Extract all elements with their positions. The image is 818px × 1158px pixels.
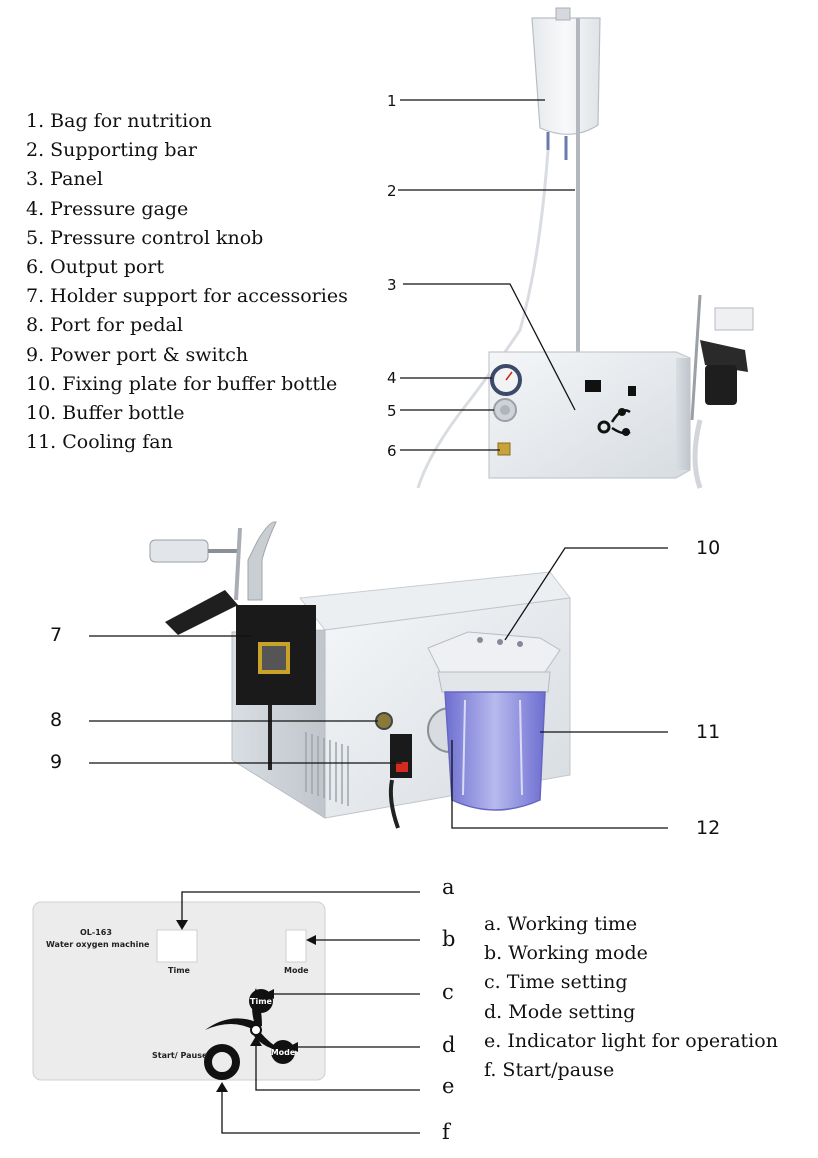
- callout-label-4: 4: [387, 369, 397, 387]
- callout-label-5: 5: [387, 402, 397, 420]
- start-pause-label: Start/ Pause: [152, 1051, 208, 1060]
- legend-item: 10. Fixing plate for buffer bottle: [26, 372, 338, 395]
- callout-label-c: c: [442, 980, 454, 1004]
- nutrition-bag: [531, 7, 601, 160]
- control-panel: OL-163 Water oxygen machine Time Mode Ti…: [32, 901, 326, 1081]
- panel-legend: a. Working time b. Working mode c. Time …: [484, 910, 778, 1085]
- cooling-vents: [305, 732, 349, 806]
- callout-label-e: e: [442, 1074, 455, 1098]
- legend-item: 3. Panel: [26, 168, 103, 191]
- callout-lines: [89, 99, 668, 1134]
- callout-label-9: 9: [50, 751, 63, 773]
- callout-arrowheads: [176, 920, 316, 1092]
- mode-label: Mode: [284, 966, 309, 975]
- panel-legend-item: a. Working time: [484, 913, 638, 935]
- front-view-machine: [416, 7, 754, 489]
- callout-label-7: 7: [50, 624, 63, 646]
- panel-model: OL-163: [80, 928, 112, 937]
- callout-label-2: 2: [387, 182, 397, 200]
- callout-label-1: 1: [387, 92, 397, 110]
- mode-display: [285, 929, 307, 963]
- back-view-machine: [149, 521, 571, 829]
- callout-label-11: 11: [696, 721, 721, 743]
- panel-legend-item: c. Time setting: [484, 971, 628, 994]
- time-label: Time: [168, 966, 191, 975]
- time-display: [156, 929, 198, 963]
- legend-item: 2. Supporting bar: [26, 139, 197, 162]
- front-machine-body: [488, 351, 691, 479]
- legend-item: 8. Port for pedal: [26, 314, 183, 337]
- time-button-label: Time: [250, 997, 273, 1006]
- callout-label-8: 8: [50, 709, 63, 731]
- panel-legend-item: b. Working mode: [484, 942, 648, 965]
- callout-label-a: a: [442, 875, 455, 899]
- panel-name: Water oxygen machine: [46, 940, 150, 949]
- legend-item: 4. Pressure gage: [26, 197, 189, 220]
- legend-item: 11. Cooling fan: [26, 431, 173, 454]
- callout-label-b: b: [442, 927, 456, 951]
- callout-label-d: d: [442, 1033, 456, 1057]
- legend-item: 1. Bag for nutrition: [26, 110, 212, 132]
- callout-label-f: f: [442, 1120, 450, 1144]
- legend-item: 9. Power port & switch: [26, 343, 249, 366]
- panel-legend-item: d. Mode setting: [484, 1000, 636, 1023]
- start-pause-button[interactable]: [204, 1044, 240, 1080]
- callout-label-3: 3: [387, 276, 397, 294]
- legend-item: 6. Output port: [26, 256, 165, 279]
- legend-item: 5. Pressure control knob: [26, 226, 264, 249]
- panel-legend-item: f. Start/pause: [484, 1059, 615, 1082]
- component-legend: 1. Bag for nutrition 2. Supporting bar 3…: [26, 107, 348, 457]
- front-accessory-holder: [690, 294, 754, 489]
- legend-item: 7. Holder support for accessories: [26, 285, 348, 308]
- panel-legend-item: e. Indicator light for operation: [484, 1029, 778, 1052]
- callout-label-6: 6: [387, 442, 397, 460]
- legend-item: 10. Buffer bottle: [26, 402, 185, 425]
- callout-label-12: 12: [696, 817, 721, 839]
- buffer-bottle: [427, 631, 561, 811]
- accessory-holder: [149, 521, 316, 770]
- mode-button-label: Mode: [271, 1048, 296, 1057]
- mode-set-button[interactable]: [271, 1040, 295, 1064]
- callout-label-10: 10: [696, 537, 721, 559]
- pedal-port-icon: [375, 712, 393, 730]
- output-port-icon: [497, 442, 511, 456]
